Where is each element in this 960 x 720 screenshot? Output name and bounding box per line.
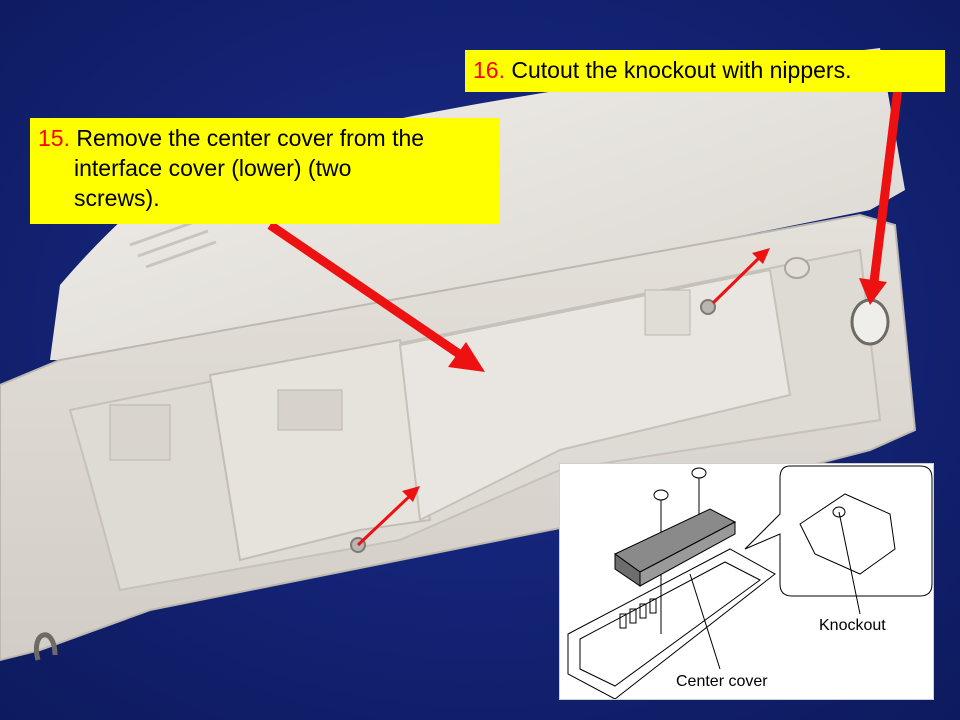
step16-text: Cutout the knockout with nippers.: [504, 57, 852, 83]
center-cover-window: [277, 389, 343, 431]
center-cover-label: Center cover: [676, 673, 768, 690]
step16-callout: 16. Cutout the knockout with nippers.: [465, 50, 945, 92]
left-window: [109, 404, 171, 461]
center-cover-part: [208, 338, 432, 562]
screw-right: [700, 299, 716, 315]
red-arrows: [267, 87, 903, 547]
knockout-label: Knockout: [819, 617, 886, 634]
vent-slits: [129, 218, 217, 269]
diagram-tray: [567, 548, 776, 699]
diagram-slots: [619, 598, 657, 629]
diagram-detail-part: [799, 493, 896, 575]
knockout-post: [850, 298, 890, 346]
step15-line1-text: Remove the center cover from the: [69, 125, 425, 151]
step15-line2: interface cover (lower) (two: [74, 155, 352, 181]
exploded-view-drawing: [567, 465, 933, 699]
step15-line3: screws).: [74, 185, 160, 211]
diagram-detail-bubble: [744, 465, 933, 597]
latch-tab: [644, 289, 691, 336]
diagram-tray-inner: [579, 561, 761, 687]
boss: [784, 257, 810, 279]
step15-number: 15.: [38, 125, 70, 151]
step15-line1: 15. Remove the center cover from the: [38, 125, 424, 152]
step16-number: 16.: [473, 57, 505, 83]
exploded-view-inset: Knockout Center cover: [559, 463, 934, 700]
step15-callout: 15. Remove the center cover from the int…: [30, 118, 500, 224]
bottom-hook: [34, 632, 58, 661]
